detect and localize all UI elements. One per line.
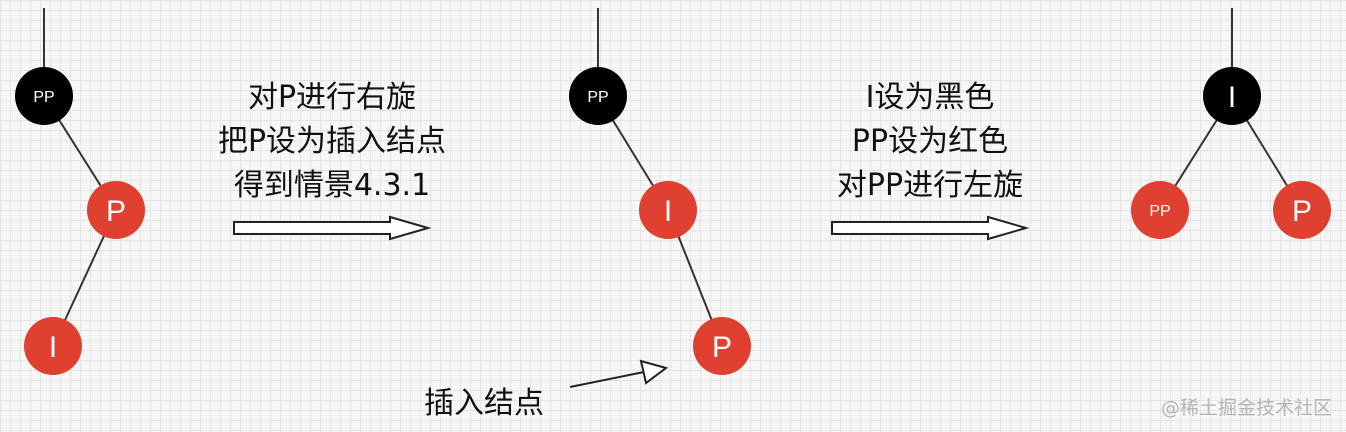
- node-label: PP: [587, 89, 608, 106]
- step-2-arrow: [831, 215, 1030, 241]
- tree-1-node-p: P: [87, 181, 145, 239]
- node-label: P: [712, 331, 732, 364]
- step-1-caption: 对P进行右旋 把P设为插入结点 得到情景4.3.1: [182, 76, 482, 208]
- tree-3-node-pp: PP: [1131, 181, 1189, 239]
- annotation-arrow-shaft: [569, 371, 645, 388]
- node-circle: [1131, 181, 1189, 239]
- annotation-arrow-head: [639, 359, 669, 385]
- tree-1-node-i: I: [24, 317, 82, 375]
- node-circle: [1273, 181, 1331, 239]
- node-circle: [569, 67, 627, 125]
- node-circle: [693, 317, 751, 375]
- tree-2: PP I P: [569, 8, 751, 375]
- step-1-line-2: 把P设为插入结点: [217, 124, 447, 159]
- tree-2-node-i: I: [639, 181, 697, 239]
- inserted-node-annotation: 插入结点: [424, 386, 544, 421]
- annotation-arrow: [569, 359, 669, 388]
- step-1-arrow: [233, 215, 432, 241]
- watermark: @稀土掘金技术社区: [1160, 397, 1332, 419]
- step-2-caption: I设为黑色 PP设为红色 对PP进行左旋: [780, 76, 1080, 208]
- node-label: I: [49, 331, 57, 364]
- node-label: PP: [33, 89, 54, 106]
- node-circle: [24, 317, 82, 375]
- tree-2-node-p: P: [693, 317, 751, 375]
- node-label: P: [1292, 195, 1312, 228]
- node-circle: [1203, 67, 1261, 125]
- node-circle: [87, 181, 145, 239]
- step-2-line-1: I设为黑色: [865, 80, 995, 115]
- step-2-line-2: PP设为红色: [851, 124, 1009, 159]
- step-2-line-3: 对PP进行左旋: [836, 168, 1024, 203]
- tree-1-node-pp: PP: [15, 67, 73, 125]
- tree-3-node-i: I: [1203, 67, 1261, 125]
- tree-2-node-pp: PP: [569, 67, 627, 125]
- step-1-line-3: 得到情景4.3.1: [233, 168, 431, 203]
- node-label: I: [664, 195, 672, 228]
- node-circle: [639, 181, 697, 239]
- step-1-line-1: 对P进行右旋: [247, 80, 417, 115]
- node-label: I: [1228, 81, 1236, 114]
- node-circle: [15, 67, 73, 125]
- node-label: PP: [1149, 203, 1170, 220]
- tree-3-node-p: P: [1273, 181, 1331, 239]
- node-label: P: [106, 195, 126, 228]
